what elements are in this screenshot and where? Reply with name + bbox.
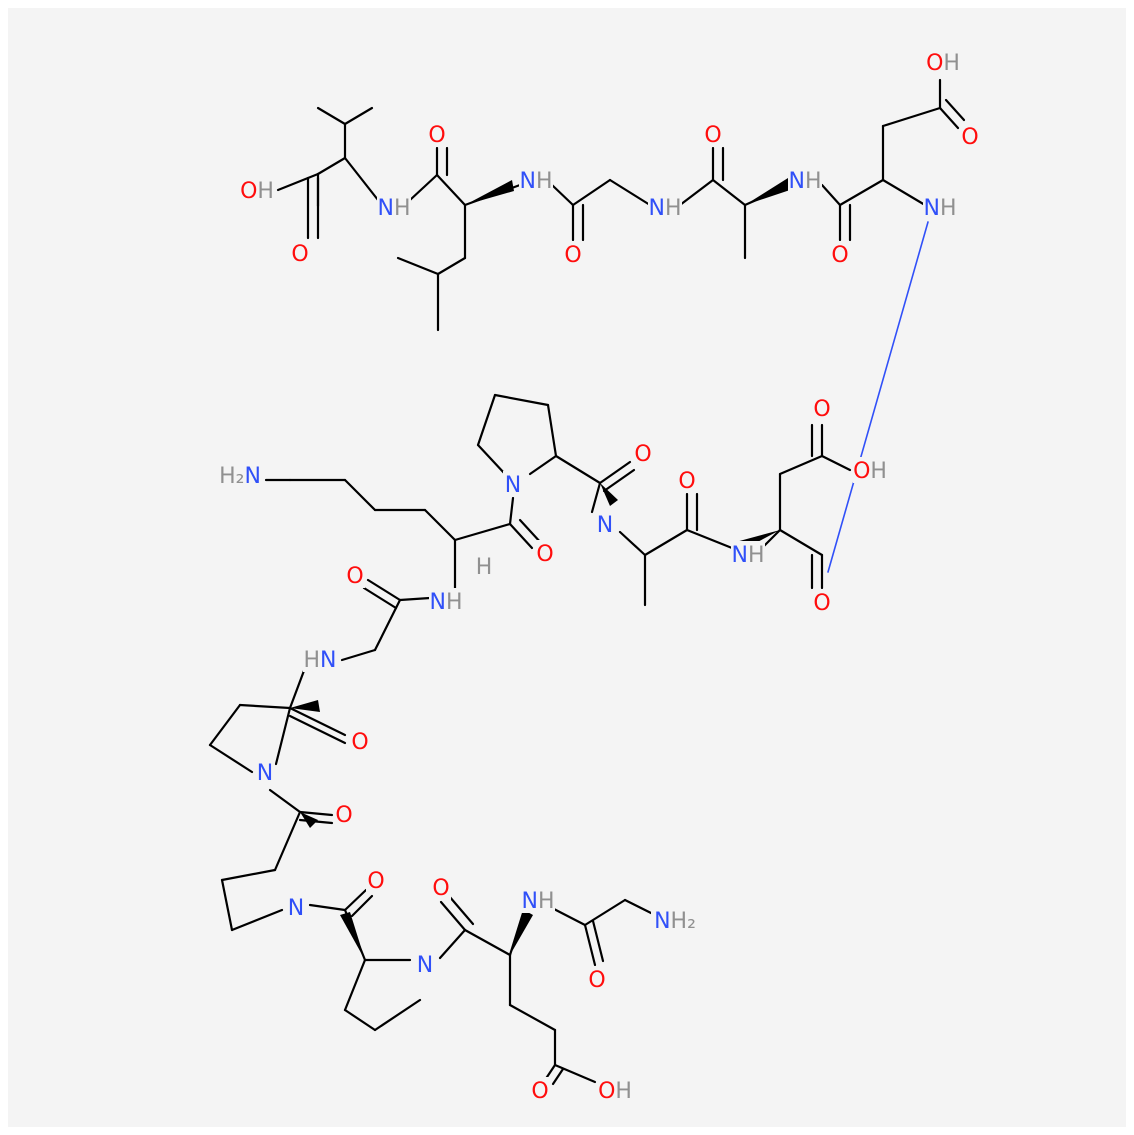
atom-label-bg [345,562,365,588]
atom-label-a38: O [531,1079,548,1104]
atom-label-a5: NH [519,169,552,194]
atom-label-bg [731,541,765,567]
atom-label-bg [255,759,275,785]
atom-label-a31: N [288,896,304,921]
atom-label-bg [633,440,653,466]
atom-label-bg [474,553,494,579]
atom-label-bg [830,241,850,267]
atom-label-bg [563,241,583,267]
atom-label-a10: O [831,243,848,268]
atom-label-a14: O [813,397,830,422]
atom-label-bg [334,801,354,827]
atom-label-bg [651,907,699,933]
atom-label-a37: NH₂ [654,909,696,934]
atom-label-bg [535,540,555,566]
atom-label-a1: O [291,242,308,267]
atom-label-a20: O [634,442,651,467]
atom-label-a19: N [597,513,613,538]
atom-label-bg [923,194,957,220]
atom-label-bg [366,867,386,893]
atom-label-bg [429,588,463,614]
atom-label-bg [812,589,832,615]
atom-label-a24: NH [429,590,462,615]
atom-label-bg [521,887,555,913]
wedge-bonds [290,178,790,960]
atom-label-a36: O [588,968,605,993]
atom-label-a39: OH [598,1079,632,1104]
atom-label-a11: NH [923,196,956,221]
atom-label-a15: OH [853,459,887,484]
atom-label-a27: HN [303,648,336,673]
atom-label-a35: NH [521,889,554,914]
atom-label-a7: NH [648,196,681,221]
atom-label-a22: O [536,542,553,567]
atom-label-a29: N [257,761,273,786]
atom-label-a34: O [432,876,449,901]
atom-label-a18: O [678,469,695,494]
atom-label-a21: N [505,473,521,498]
atom-label-bg [240,177,274,203]
atom-label-bg [415,951,435,977]
atom-label-bg [519,167,553,193]
atom-label-bg [677,467,697,493]
atom-label-bg [595,511,615,537]
atom-label-a17: NH [731,543,764,568]
atom-label-a33: N [417,953,433,978]
atom-label-bg [598,1077,632,1103]
atom-label-bg [427,121,447,147]
atom-label-a3: NH [377,196,410,221]
atom-label-bg [350,728,370,754]
atom-label-a23: H [476,555,493,580]
atom-label-a16: O [813,591,830,616]
atom-label-bg [530,1077,550,1103]
atom-label-bg [303,646,337,672]
atom-label-a30: O [335,803,352,828]
atom-label-bg [788,167,822,193]
atom-label-bg [648,194,682,220]
atom-label-bg [703,121,723,147]
atom-label-a2: OH [240,179,274,204]
atom-label-bg [853,457,887,483]
atom-label-a9: NH [788,169,821,194]
atom-label-a13: O [961,125,978,150]
atom-label-layer: OOHNHONHONHONHONHOHOOOHONHONONOHNHOH₂NHN… [216,49,980,1104]
atom-label-a25: O [346,564,363,589]
atom-label-a28: O [351,730,368,755]
atom-label-bg [587,966,607,992]
bond-layer [208,78,966,1086]
atom-label-a26: H₂N [219,464,261,489]
atom-label-bg [377,194,411,220]
atom-label-bg [216,462,264,488]
atom-label-a6: O [564,243,581,268]
atom-label-a8: O [704,123,721,148]
atom-label-bg [926,49,960,75]
atom-label-bg [431,874,451,900]
atom-label-bg [812,395,832,421]
atom-label-bg [960,123,980,149]
atom-label-bg [286,894,306,920]
atom-label-a12: OH [926,51,960,76]
atom-label-bg [503,471,523,497]
atom-label-a4: O [428,123,445,148]
atom-label-a32: O [367,869,384,894]
atom-label-bg [290,240,310,266]
